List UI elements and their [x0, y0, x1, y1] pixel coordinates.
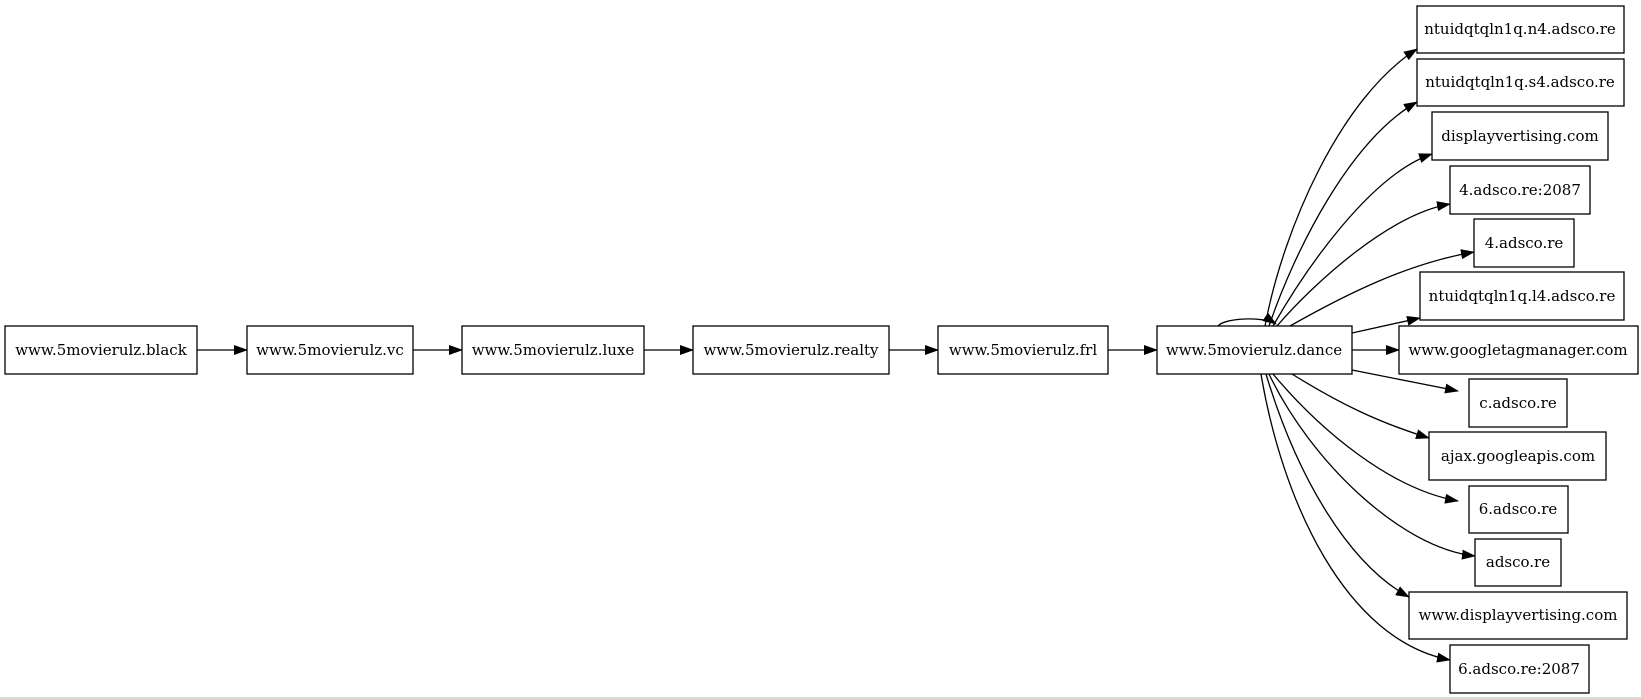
edge-dance-to-l4 — [1351, 315, 1421, 334]
edge-dance-to-6adsco2087 — [1260, 373, 1451, 663]
node-box — [1416, 5, 1625, 54]
edge-dance-to-displayvertising — [1272, 153, 1433, 327]
node-www-5movierulz-dance: www.5movierulz.dance — [1156, 325, 1353, 375]
node-box — [1468, 378, 1568, 428]
node-label: ntuidqtqln1q.s4.adsco.re — [1425, 73, 1615, 91]
node-label: www.5movierulz.dance — [1166, 341, 1342, 359]
node-ntuidqtqln1q-l4-adsco-re: ntuidqtqln1q.l4.adsco.re — [1419, 271, 1625, 321]
node-box — [937, 325, 1109, 375]
node-www-5movierulz-black: www.5movierulz.black — [4, 325, 198, 375]
node-www-5movierulz-frl: www.5movierulz.frl — [937, 325, 1109, 375]
node-www-5movierulz-realty: www.5movierulz.realty — [692, 325, 890, 375]
node-box — [1156, 325, 1353, 375]
node-box — [1468, 485, 1569, 534]
node-label: ajax.googleapis.com — [1441, 447, 1595, 465]
node-ntuidqtqln1q-s4-adsco-re: ntuidqtqln1q.s4.adsco.re — [1416, 58, 1625, 107]
node-box — [1408, 591, 1628, 640]
node-label: www.5movierulz.realty — [703, 341, 879, 359]
node-www-5movierulz-luxe: www.5movierulz.luxe — [461, 325, 645, 375]
node-box — [1449, 165, 1591, 215]
edges — [197, 48, 1476, 663]
node-box — [4, 325, 198, 375]
edge-dance-to-n4 — [1264, 48, 1418, 327]
node-label: www.5movierulz.luxe — [472, 341, 635, 359]
node-label: c.adsco.re — [1479, 394, 1557, 412]
nodes: www.5movierulz.black www.5movierulz.vc w… — [4, 5, 1639, 694]
node-4-adsco-re-2087: 4.adsco.re:2087 — [1449, 165, 1591, 215]
node-label: displayvertising.com — [1441, 127, 1598, 145]
node-box — [1473, 218, 1575, 268]
node-box — [1419, 271, 1625, 321]
node-label: 4.adsco.re — [1485, 234, 1564, 252]
node-www-5movierulz-vc: www.5movierulz.vc — [246, 325, 414, 375]
node-adsco-re: adsco.re — [1474, 538, 1562, 587]
node-c-adsco-re: c.adsco.re — [1468, 378, 1568, 428]
node-label: 4.adsco.re:2087 — [1459, 181, 1581, 199]
node-box — [1449, 644, 1590, 694]
edge-dance-to-ajax — [1291, 373, 1430, 439]
node-label: 6.adsco.re:2087 — [1458, 660, 1580, 678]
node-box — [1398, 325, 1639, 375]
node-label: www.googletagmanager.com — [1408, 341, 1627, 359]
node-label: www.displayvertising.com — [1419, 606, 1618, 624]
node-ntuidqtqln1q-n4-adsco-re: ntuidqtqln1q.n4.adsco.re — [1416, 5, 1625, 54]
edge-dance-to-s4 — [1268, 101, 1418, 327]
edge-dance-to-www-displayvertising — [1265, 373, 1410, 598]
node-displayvertising-com: displayvertising.com — [1431, 111, 1609, 161]
node-label: www.5movierulz.black — [15, 341, 187, 359]
node-label: ntuidqtqln1q.l4.adsco.re — [1429, 287, 1616, 305]
node-box — [461, 325, 645, 375]
node-label: 6.adsco.re — [1479, 500, 1558, 518]
edge-dance-to-4adsco2087 — [1276, 201, 1451, 327]
node-box — [1431, 111, 1609, 161]
node-ajax-googleapis-com: ajax.googleapis.com — [1428, 431, 1607, 481]
node-www-displayvertising-com: www.displayvertising.com — [1408, 591, 1628, 640]
node-www-googletagmanager-com: www.googletagmanager.com — [1398, 325, 1639, 375]
edge-dance-self-loop — [1217, 312, 1277, 327]
edge-dance-to-cadsco — [1351, 369, 1459, 394]
node-6-adsco-re-2087: 6.adsco.re:2087 — [1449, 644, 1590, 694]
edge-dance-to-4adsco — [1289, 249, 1475, 327]
node-box — [1428, 431, 1607, 481]
node-label: adsco.re — [1486, 553, 1550, 571]
node-label: ntuidqtqln1q.n4.adsco.re — [1424, 20, 1616, 38]
edge-dance-to-6adsco — [1272, 373, 1459, 504]
node-4-adsco-re: 4.adsco.re — [1473, 218, 1575, 268]
node-6-adsco-re: 6.adsco.re — [1468, 485, 1569, 534]
node-box — [1416, 58, 1625, 107]
node-label: www.5movierulz.frl — [949, 341, 1097, 359]
node-box — [692, 325, 890, 375]
node-label: www.5movierulz.vc — [256, 341, 404, 359]
node-box — [246, 325, 414, 375]
edge-dance-to-adsco — [1268, 373, 1476, 560]
node-box — [1474, 538, 1562, 587]
